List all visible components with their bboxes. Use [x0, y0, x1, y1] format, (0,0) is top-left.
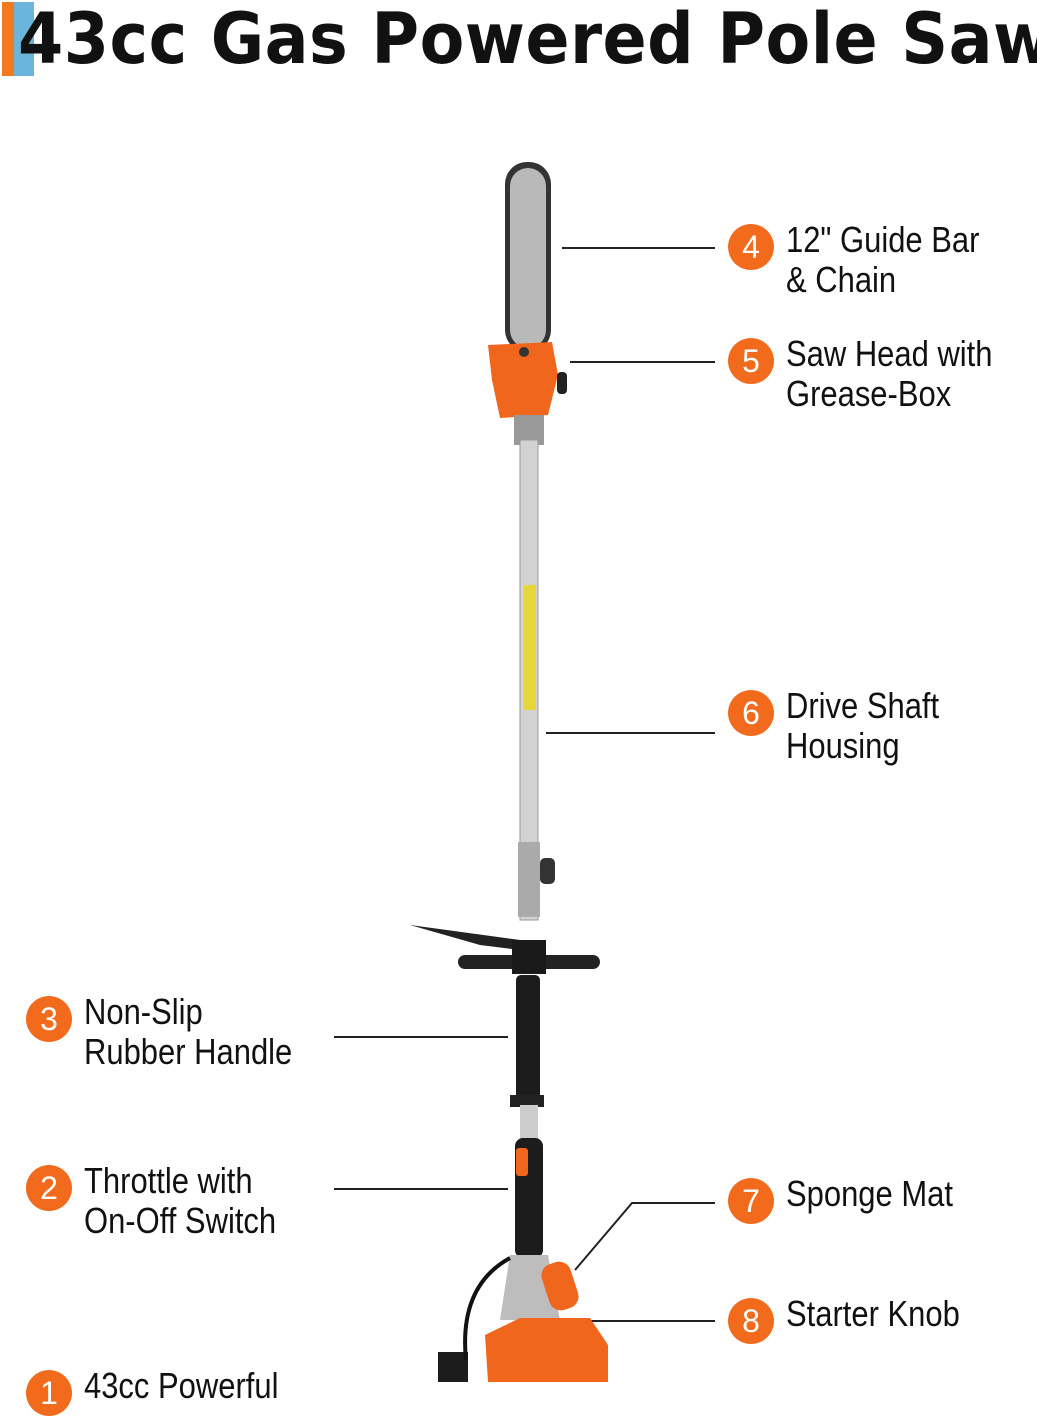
rubber-handle: [516, 975, 540, 1105]
number-badge: 8: [728, 1298, 774, 1344]
number-badge: 7: [728, 1178, 774, 1224]
callout-label: 43cc Powerful: [84, 1365, 279, 1406]
callout-label: Throttle with: [84, 1160, 253, 1201]
number-badge: 3: [26, 996, 72, 1042]
callout-label: Saw Head with: [786, 333, 993, 374]
callout-label: On-Off Switch: [84, 1200, 277, 1241]
number-badge: 2: [26, 1165, 72, 1211]
pole-saw-image: [334, 162, 715, 1382]
callout-label: Sponge Mat: [786, 1173, 953, 1214]
callout-engine: 1 43cc Powerful: [26, 1366, 310, 1416]
callout-label: & Chain: [786, 259, 897, 300]
callout-label: Rubber Handle: [84, 1031, 293, 1072]
number-badge: 1: [26, 1370, 72, 1416]
callout-starter-knob: 8 Starter Knob: [728, 1294, 988, 1344]
callout-label: Non-Slip: [84, 991, 203, 1032]
callout-label: Grease-Box: [786, 373, 952, 414]
guide-bar: [505, 162, 551, 352]
callout-guide-bar: 4 12" Guide Bar& Chain: [728, 220, 1011, 300]
title-marker-blue: [14, 2, 34, 76]
number-badge: 5: [728, 338, 774, 384]
callout-label: Drive Shaft: [786, 685, 940, 726]
callout-label: Starter Knob: [786, 1293, 960, 1334]
page-title: 43cc Gas Powered Pole Saw: [18, 0, 1037, 80]
number-badge: 6: [728, 690, 774, 736]
sponge-mat: [541, 1261, 579, 1311]
callout-sponge-mat: 7 Sponge Mat: [728, 1174, 980, 1224]
engine: [485, 1318, 608, 1382]
callout-label: 12" Guide Bar: [786, 219, 980, 260]
callout-label: Housing: [786, 725, 900, 766]
title-marker-orange: [2, 2, 14, 76]
saw-head: [488, 342, 558, 418]
number-badge: 4: [728, 224, 774, 270]
